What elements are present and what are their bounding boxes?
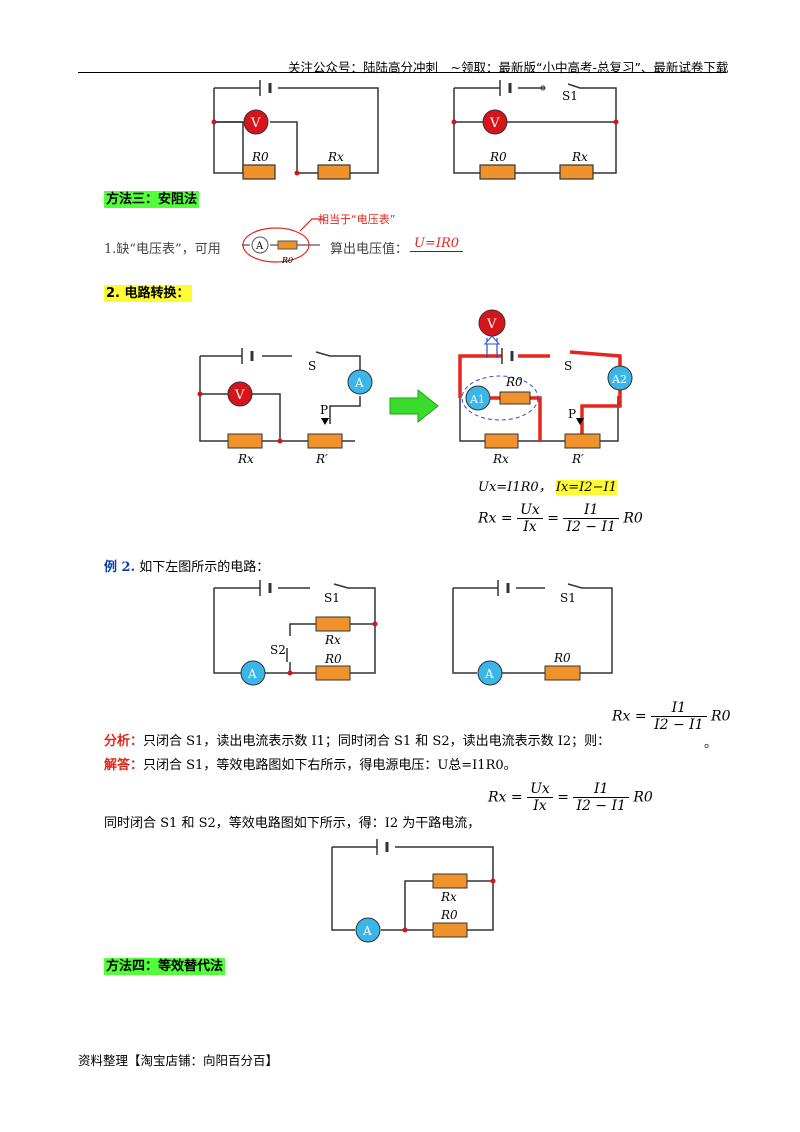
svg-text:A: A — [484, 667, 494, 681]
svg-text:R′: R′ — [315, 452, 328, 466]
method3-formula: U=IR0 — [410, 236, 464, 252]
svg-text:V: V — [489, 116, 500, 131]
svg-text:V: V — [250, 116, 261, 131]
r0-resistor — [479, 164, 516, 180]
svg-text:S2: S2 — [270, 643, 286, 657]
svg-text:S: S — [564, 359, 572, 373]
header-divider — [78, 72, 726, 73]
svg-text:R0: R0 — [251, 150, 269, 164]
top-circuits: V V R0 Rx R0 Rx S1 — [211, 80, 619, 180]
callout-label: 相当于“电压表” — [318, 213, 396, 226]
ammeter-icon — [355, 917, 381, 943]
page-header: 关注公众号：陆陆高分冲刺 ~领取：最新版“小中高考-总复习”、最新试卷下载 — [288, 60, 729, 75]
svg-text:A: A — [362, 924, 372, 938]
svg-text:R0: R0 — [489, 150, 507, 164]
answer-text: 只闭合 S1，等效电路图如下右所示，得电源电压：U总=I1R0。 — [143, 758, 517, 773]
svg-text:A: A — [354, 376, 364, 390]
answer-label: 解答： — [104, 758, 144, 773]
svg-text:R0: R0 — [440, 908, 458, 922]
svg-text:S: S — [308, 359, 316, 373]
svg-text:Rx: Rx — [440, 890, 457, 904]
voltmeter-icon — [482, 109, 508, 135]
voltmeter-icon — [243, 109, 269, 135]
method3-line1-prefix: 1.缺“电压表”，可用 — [104, 242, 221, 257]
svg-text:A: A — [247, 667, 257, 681]
example2-label: 例 2. — [104, 560, 136, 575]
example2-text: 如下左图所示的电路： — [139, 560, 270, 575]
voltmeter-icon — [227, 381, 253, 407]
rx-resistor — [317, 164, 351, 180]
ammeter-icon — [240, 660, 266, 686]
eq-ix: Ix=I2−I1 — [555, 480, 617, 495]
svg-text:P: P — [320, 403, 328, 417]
svg-text:R0: R0 — [553, 651, 571, 665]
svg-text:S1: S1 — [560, 591, 576, 605]
ammeter-a2-icon — [607, 365, 633, 391]
conversion-diagrams: V A S P Rx R′ V A1 A2 S R0 P Rx R′ — [197, 309, 633, 466]
page-footer: 资料整理【淘宝店铺：向阳百分百】 — [78, 1053, 279, 1068]
svg-text:A: A — [255, 241, 264, 252]
svg-text:Rx: Rx — [492, 452, 509, 466]
svg-text:Rx: Rx — [327, 150, 344, 164]
svg-text:R0: R0 — [505, 375, 523, 389]
answer-text2: 同时闭合 S1 和 S2，等效电路图如下所示，得：I2 为干路电流， — [104, 816, 481, 831]
rx-resistor — [559, 164, 594, 180]
method3-line1-suffix: 算出电压值： — [330, 242, 409, 257]
method4-title: 方法四：等效替代法 — [104, 958, 226, 975]
example2-circuits: A A S1 S2 Rx R0 S1 R0 — [213, 580, 613, 686]
analysis-end: 。 — [704, 736, 718, 751]
ammeter-icon — [347, 369, 373, 395]
svg-text:R0: R0 — [281, 256, 293, 265]
svg-text:A2: A2 — [611, 373, 627, 386]
svg-text:V: V — [234, 388, 245, 403]
svg-text:Rx: Rx — [324, 633, 341, 647]
analysis-text: 只闭合 S1，读出电流表示数 I1；同时闭合 S1 和 S2，读出电流表示数 I… — [143, 734, 611, 749]
svg-text:R′: R′ — [571, 452, 584, 466]
ammeter-a1-icon — [465, 385, 491, 411]
svg-text:V: V — [486, 317, 497, 332]
svg-text:P: P — [568, 407, 576, 421]
svg-text:Rx: Rx — [237, 452, 254, 466]
eq-ux: Ux=I1R0， — [478, 480, 552, 495]
r0-resistor — [242, 164, 276, 180]
svg-text:S1: S1 — [324, 591, 340, 605]
method3-title: 方法三：安阻法 — [104, 191, 200, 208]
svg-text:R0: R0 — [324, 652, 342, 666]
svg-text:Rx: Rx — [571, 150, 588, 164]
svg-text:S1: S1 — [562, 89, 578, 103]
svg-text:A1: A1 — [469, 393, 485, 406]
circuit-conversion-title: 2. 电路转换： — [104, 285, 192, 302]
ammeter-icon — [477, 660, 503, 686]
analysis-label: 分析： — [104, 734, 144, 749]
bottom-circuit: A Rx R0 — [331, 839, 496, 943]
ammeter-resistor-icon: A R0 — [242, 218, 325, 265]
arrow-icon — [389, 388, 439, 424]
